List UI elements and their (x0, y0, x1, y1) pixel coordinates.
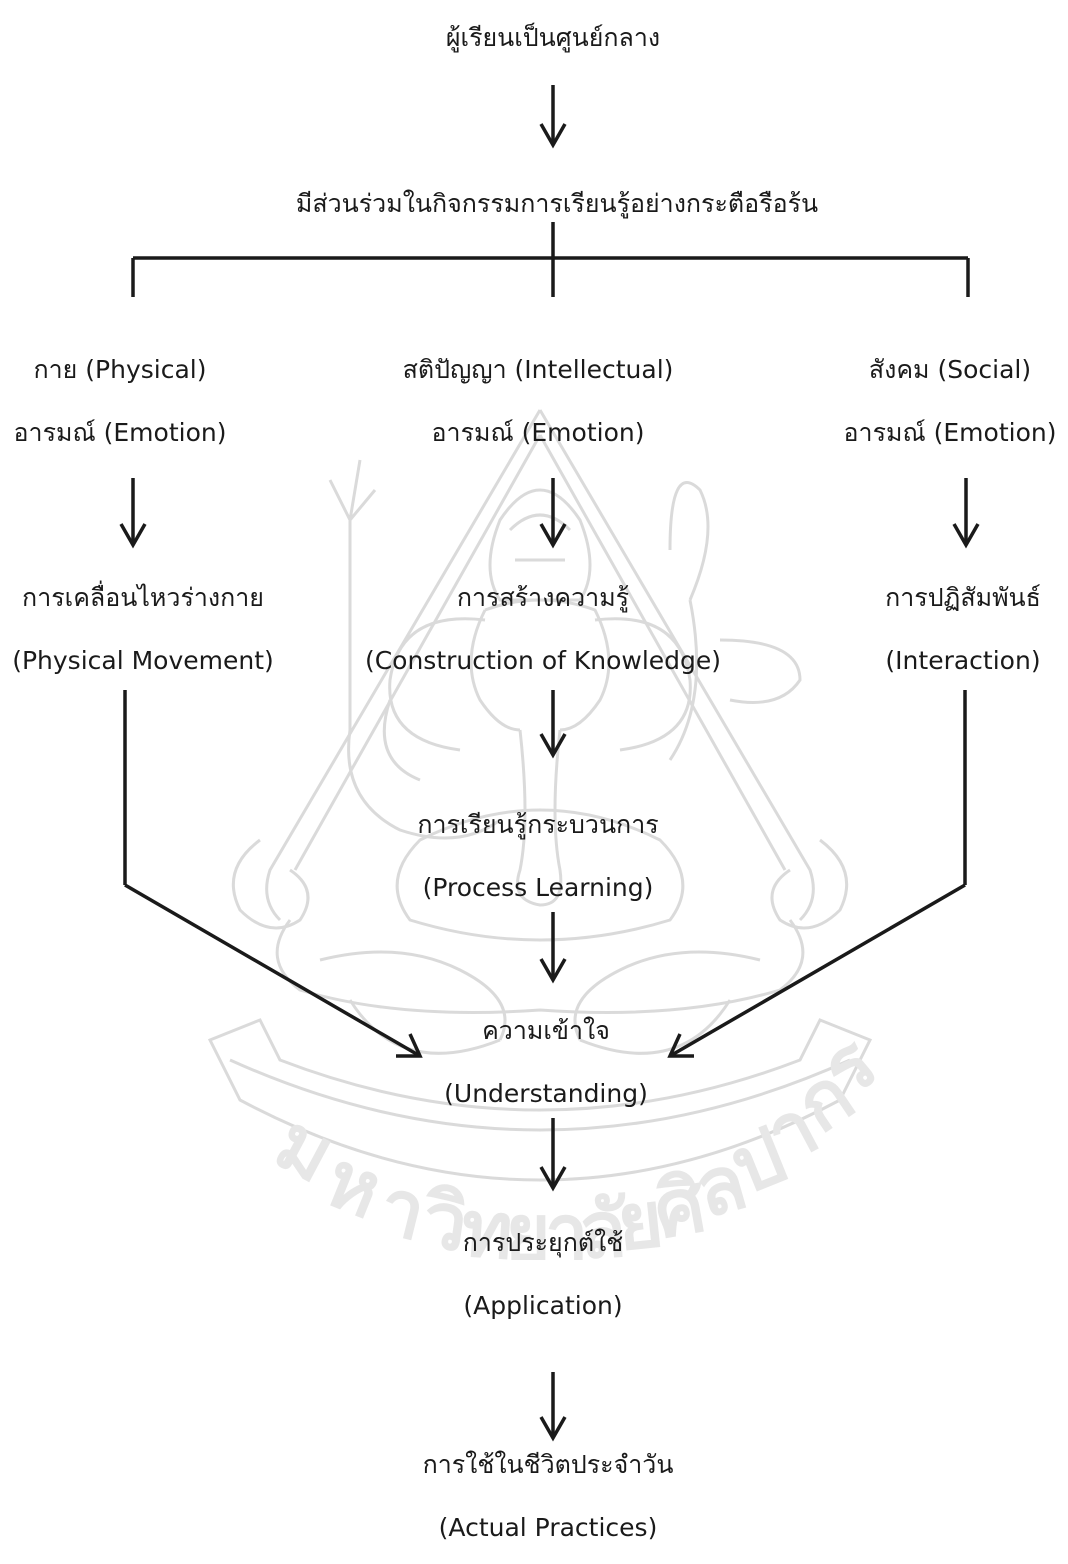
svg-text:ลั: ลั (576, 1185, 629, 1260)
application-en: (Application) (463, 1291, 623, 1320)
physical-emotion-label: อารมณ์ (Emotion) (13, 418, 227, 447)
physical-domain-node: กาย (Physical) อารมณ์ (Emotion) (14, 357, 227, 445)
actual-practices-node: การใช้ในชีวิตประจำวัน (Actual Practices) (423, 1452, 674, 1540)
understanding-th: ความเข้าใจ (482, 1016, 610, 1045)
process-learning-th: การเรียนรู้กระบวนการ (417, 810, 659, 839)
learner-centered-node: ผู้เรียนเป็นศูนย์กลาง (445, 23, 661, 52)
actual-practices-en: (Actual Practices) (438, 1513, 658, 1542)
interaction-node: การปฏิสัมพันธ์ (Interaction) (885, 585, 1041, 673)
social-domain-node: สังคม (Social) อารมณ์ (Emotion) (844, 357, 1057, 445)
social-domain-label: สังคม (Social) (868, 355, 1032, 384)
physical-movement-th: การเคลื่อนไหวร่างกาย (22, 583, 264, 612)
construction-of-knowledge-node: การสร้างความรู้ (Construction of Knowled… (365, 585, 721, 673)
interaction-en: (Interaction) (885, 646, 1041, 675)
intellectual-domain-node: สติปัญญา (Intellectual) อารมณ์ (Emotion) (403, 357, 674, 445)
intellectual-domain-label: สติปัญญา (Intellectual) (402, 355, 674, 384)
svg-text:ย: ย (505, 1189, 551, 1260)
construction-of-knowledge-en: (Construction of Knowledge) (364, 646, 722, 675)
understanding-en: (Understanding) (444, 1079, 648, 1108)
physical-movement-node: การเคลื่อนไหวร่างกาย (Physical Movement) (12, 585, 274, 673)
physical-domain-label: กาย (Physical) (33, 355, 207, 384)
process-learning-en: (Process Learning) (422, 873, 654, 902)
application-node: การประยุกต์ใช้ (Application) (463, 1230, 624, 1318)
physical-movement-en: (Physical Movement) (12, 646, 274, 675)
svg-text:ย: ย (613, 1175, 668, 1260)
svg-text:ท: ท (459, 1184, 517, 1260)
process-learning-node: การเรียนรู้กระบวนการ (Process Learning) (417, 812, 658, 900)
actual-practices-th: การใช้ในชีวิตประจำวัน (422, 1450, 674, 1479)
construction-of-knowledge-th: การสร้างความรู้ (456, 583, 630, 612)
application-th: การประยุกต์ใช้ (462, 1228, 624, 1257)
arrowhead (539, 123, 567, 149)
active-participation-node: มีส่วนร่วมในกิจกรรมการเรียนรู้อย่างกระตื… (295, 189, 819, 218)
intellectual-emotion-label: อารมณ์ (Emotion) (431, 418, 645, 447)
understanding-node: ความเข้าใจ (Understanding) (444, 1018, 648, 1106)
svg-text:า: า (545, 1189, 589, 1260)
social-emotion-label: อารมณ์ (Emotion) (843, 418, 1057, 447)
interaction-th: การปฏิสัมพันธ์ (885, 583, 1041, 612)
